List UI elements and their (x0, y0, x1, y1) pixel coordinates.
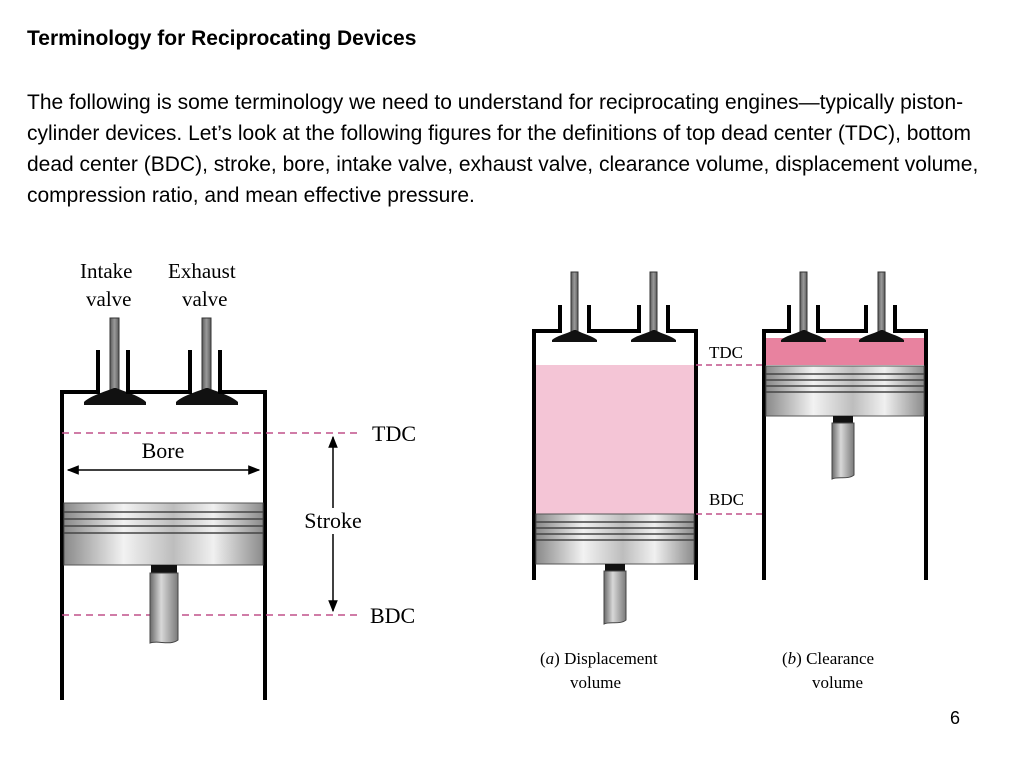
caption-b-line1: (b) Clearance (782, 649, 874, 668)
slide-title: Terminology for Reciprocating Devices (27, 27, 417, 50)
bore-label: Bore (142, 438, 185, 463)
left-piston (63, 502, 264, 644)
exhaust-valve (176, 317, 238, 405)
caption-a-line1: (a) Displacement (540, 649, 658, 668)
exhaust-valve-label-line1: Exhaust (168, 259, 236, 283)
tdc-label: TDC (372, 421, 416, 446)
right-bdc-label: BDC (709, 490, 744, 509)
clearance-volume-figure: (b) Clearance volume (762, 271, 928, 692)
right-tdc-label: TDC (709, 343, 743, 362)
intake-valve (84, 317, 146, 405)
stroke-label: Stroke (304, 508, 361, 533)
bdc-label: BDC (370, 603, 415, 628)
clearance-volume-fill (766, 338, 924, 365)
intake-valve-label-line2: valve (86, 287, 131, 311)
left-cylinder-wall (60, 350, 267, 700)
page-number: 6 (950, 708, 961, 728)
cylinder-a-wall (532, 305, 698, 580)
cylinder-b-wall (762, 305, 928, 580)
intake-valve-label-line1: Intake (80, 259, 132, 283)
exhaust-valve-label-line2: valve (182, 287, 227, 311)
displacement-volume-figure: (a) Displacement volume (532, 271, 698, 692)
slide-body-text: The following is some terminology we nee… (27, 91, 979, 207)
displacement-volume-fill (536, 365, 694, 514)
left-cylinder-figure: Intake valve Exhaust valve TDC BDC Bore … (60, 259, 416, 700)
caption-b-line2: volume (812, 673, 863, 692)
caption-a-line2: volume (570, 673, 621, 692)
